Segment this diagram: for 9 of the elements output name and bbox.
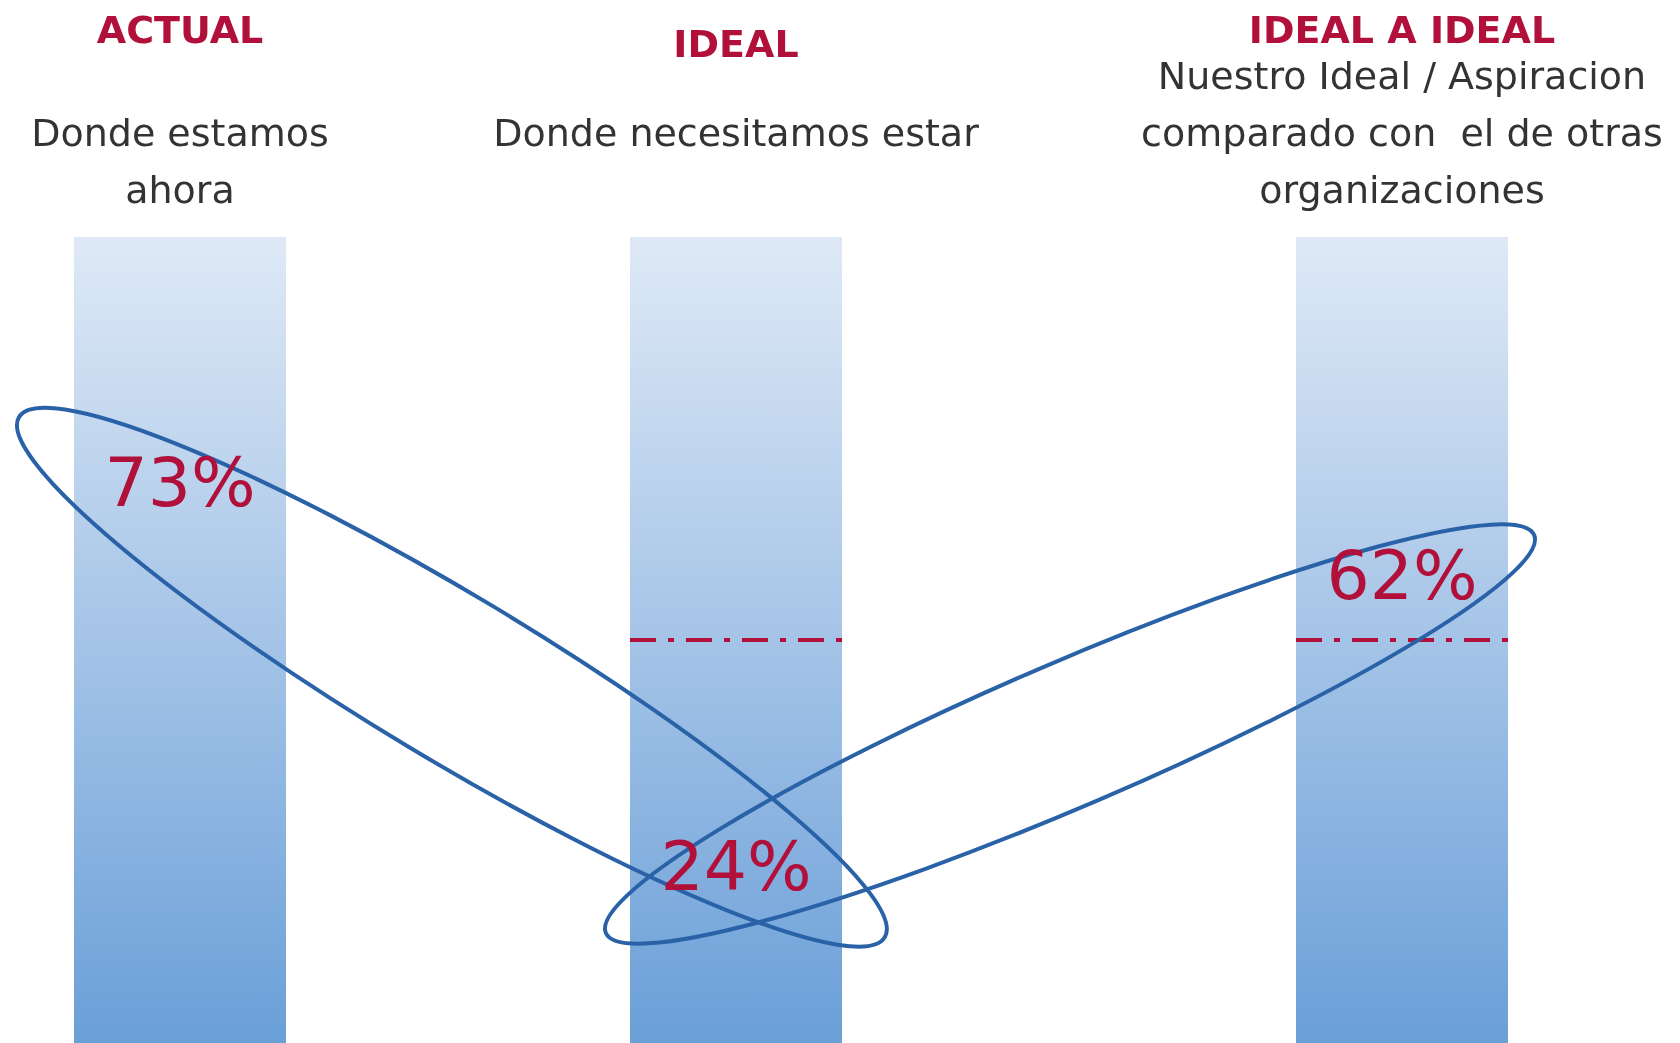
column-heading: IDEAL xyxy=(672,22,800,66)
percentage-value: 24% xyxy=(660,826,812,906)
column-heading: IDEAL A IDEAL xyxy=(1247,8,1557,52)
percentage-value: 62% xyxy=(1326,535,1478,615)
column-description: Donde estamos ahora xyxy=(30,110,330,214)
percentage-value: 73% xyxy=(104,442,256,522)
column-heading: ACTUAL xyxy=(95,8,265,52)
column-description: Donde necesitamos estar xyxy=(492,110,980,157)
column-description: Nuestro Ideal / Aspiracion comparado con el de otras organizaciones xyxy=(1140,53,1664,214)
